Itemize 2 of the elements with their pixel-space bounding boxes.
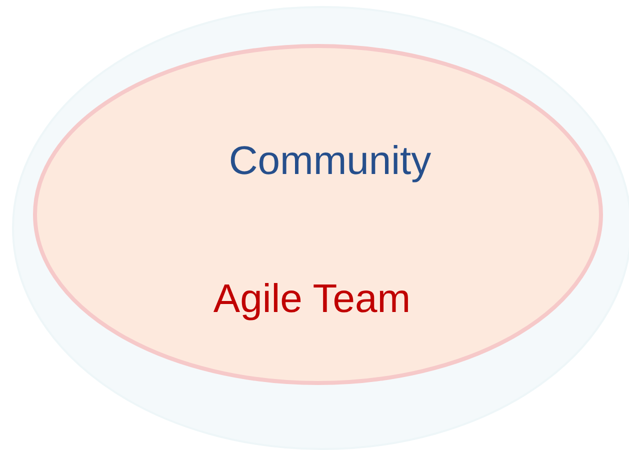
community-label: Community — [228, 139, 432, 183]
team-label: Agile Team — [213, 277, 411, 321]
